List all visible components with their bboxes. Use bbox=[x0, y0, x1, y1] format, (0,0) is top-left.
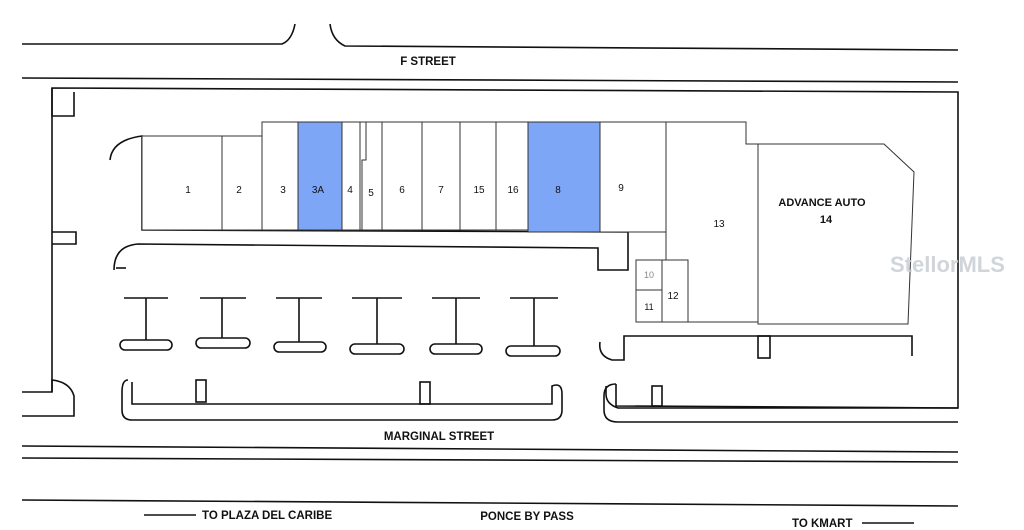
advance-auto-name: ADVANCE AUTO bbox=[778, 197, 866, 209]
marginal-street-road bbox=[21, 445, 959, 463]
ponce-by-pass-label: PONCE BY PASS bbox=[480, 511, 574, 523]
unit-3a[interactable] bbox=[297, 121, 343, 231]
unit-6-label: 6 bbox=[399, 185, 405, 196]
unit-1[interactable] bbox=[141, 135, 223, 231]
unit-3-label: 3 bbox=[280, 185, 286, 196]
unit-5-label: 5 bbox=[368, 188, 374, 199]
unit-8-label: 8 bbox=[555, 185, 561, 196]
unit-16[interactable] bbox=[495, 121, 529, 231]
to-plaza-del-caribe-label: TO PLAZA DEL CARIBE bbox=[202, 510, 332, 522]
parking-islands bbox=[119, 297, 561, 357]
unit-8[interactable] bbox=[527, 121, 601, 233]
unit-12-label: 12 bbox=[667, 291, 679, 302]
unit-3[interactable] bbox=[261, 121, 299, 231]
building-strip bbox=[109, 135, 913, 361]
unit-5[interactable] bbox=[359, 121, 383, 231]
unit-15-label: 15 bbox=[473, 185, 485, 196]
unit-4[interactable] bbox=[341, 121, 361, 231]
f-street-label: F STREET bbox=[400, 56, 456, 68]
parking-island bbox=[273, 297, 327, 353]
unit-labels: 1 2 3 3A 4 5 6 7 15 16 8 9 10 11 12 13 A… bbox=[185, 183, 866, 312]
front-curbs bbox=[121, 335, 959, 423]
marginal-street-label: MARGINAL STREET bbox=[384, 431, 494, 443]
unit-16-label: 16 bbox=[507, 185, 519, 196]
unit-11-label: 11 bbox=[644, 302, 653, 312]
unit-2[interactable] bbox=[221, 135, 263, 231]
parking-island bbox=[349, 297, 405, 355]
unit-9-label: 9 bbox=[618, 183, 624, 194]
advance-auto-number: 14 bbox=[820, 214, 833, 226]
watermark: StellorMLS bbox=[890, 252, 1005, 277]
direction-right: TO KMART bbox=[792, 518, 914, 530]
unit-2-label: 2 bbox=[236, 185, 242, 196]
parking-island bbox=[429, 297, 483, 355]
tenant-units bbox=[141, 121, 759, 323]
f-street-road bbox=[21, 23, 959, 83]
unit-9[interactable] bbox=[599, 121, 667, 233]
unit-7-label: 7 bbox=[438, 185, 444, 196]
parking-island bbox=[119, 297, 173, 351]
unit-15[interactable] bbox=[459, 121, 497, 231]
unit-1-label: 1 bbox=[185, 185, 191, 196]
property-boundary bbox=[22, 87, 959, 417]
anchor-advance-auto[interactable] bbox=[757, 143, 915, 325]
parking-island bbox=[505, 297, 561, 357]
ponce-by-pass-road bbox=[21, 499, 959, 507]
unit-4-label: 4 bbox=[347, 185, 353, 196]
unit-13-label: 13 bbox=[713, 219, 725, 230]
unit-7[interactable] bbox=[421, 121, 461, 231]
unit-10-label: 10 bbox=[644, 270, 654, 280]
to-kmart-label: TO KMART bbox=[792, 518, 852, 530]
unit-6[interactable] bbox=[381, 121, 423, 231]
unit-3a-label: 3A bbox=[312, 185, 325, 196]
parking-island bbox=[195, 297, 251, 349]
direction-left: TO PLAZA DEL CARIBE bbox=[144, 510, 332, 522]
